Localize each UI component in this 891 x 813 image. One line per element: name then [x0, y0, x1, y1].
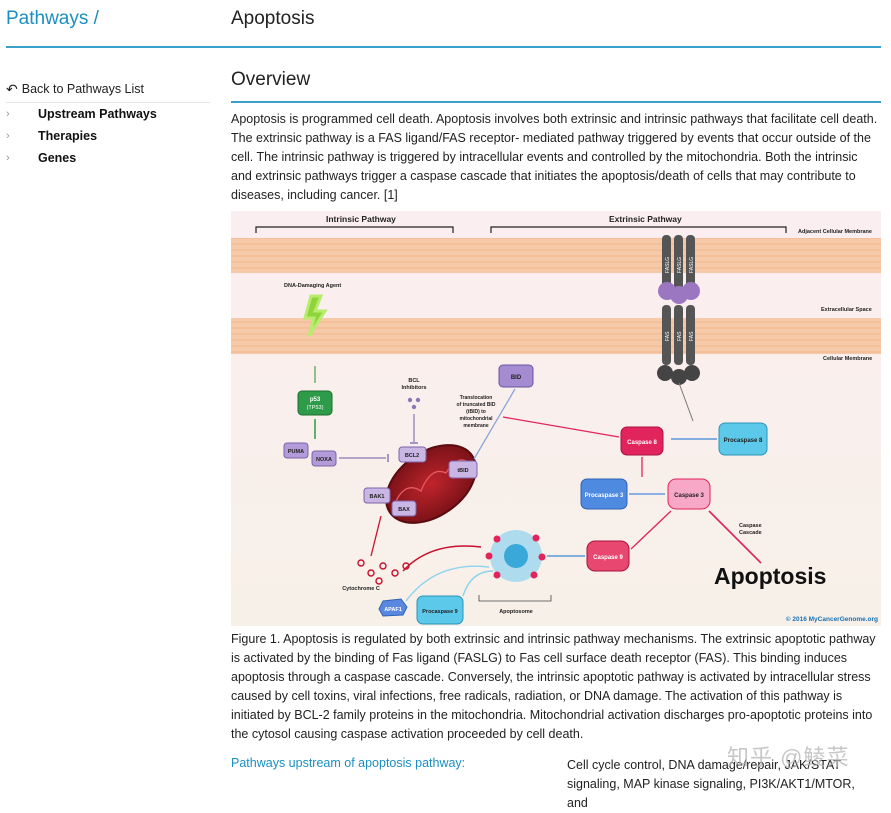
back-link-label: Back to Pathways List — [21, 82, 145, 96]
svg-text:FAS: FAS — [689, 331, 695, 341]
svg-text:p53: p53 — [310, 397, 321, 403]
svg-text:mitochondrial: mitochondrial — [459, 416, 493, 422]
svg-text:BCL: BCL — [408, 378, 420, 384]
chevron-right-icon: › — [6, 108, 10, 120]
svg-text:PUMA: PUMA — [288, 449, 304, 455]
cellular-membrane-label: Cellular Membrane — [823, 356, 872, 362]
extracellular-space-label: Extracellular Space — [821, 307, 872, 313]
svg-text:NOXA: NOXA — [316, 457, 332, 463]
chevron-right-icon: › — [6, 130, 10, 142]
svg-text:FAS: FAS — [665, 331, 671, 341]
intrinsic-pathway-label: Intrinsic Pathway — [326, 214, 396, 224]
overview-divider — [231, 101, 881, 103]
svg-text:FAS: FAS — [677, 331, 683, 341]
svg-text:tBID: tBID — [457, 468, 468, 474]
svg-text:Procaspase 9: Procaspase 9 — [422, 609, 457, 615]
svg-text:Caspase: Caspase — [739, 523, 762, 529]
svg-text:(tBID) to: (tBID) to — [466, 409, 486, 415]
sidebar-item-label: Genes — [38, 151, 77, 165]
apoptosis-label: Apoptosis — [714, 563, 826, 589]
back-arrow-icon: ↶ — [6, 80, 18, 97]
svg-text:© 2016 MyCancerGenome.org: © 2016 MyCancerGenome.org — [786, 615, 878, 623]
sidebar-item-upstream-pathways[interactable]: › Upstream Pathways — [6, 103, 210, 125]
svg-text:Translocation: Translocation — [460, 395, 493, 401]
adjacent-membrane-label: Adjacent Cellular Membrane — [798, 229, 872, 235]
header-divider — [6, 46, 881, 48]
svg-text:Cascade: Cascade — [739, 530, 762, 536]
sidebar-item-label: Upstream Pathways — [38, 107, 157, 121]
upstream-pathways-link[interactable]: Pathways upstream of apoptosis pathway: — [231, 756, 466, 770]
sidebar: ↶ Back to Pathways List › Upstream Pathw… — [6, 80, 210, 169]
sidebar-item-label: Therapies — [38, 129, 98, 143]
svg-text:BAK1: BAK1 — [370, 494, 385, 500]
apoptosome — [485, 530, 546, 582]
back-to-pathways-link[interactable]: ↶ Back to Pathways List — [6, 80, 210, 103]
svg-text:BAX: BAX — [398, 507, 410, 513]
svg-text:Caspase 8: Caspase 8 — [627, 440, 657, 446]
svg-text:membrane: membrane — [463, 423, 489, 429]
svg-text:Procaspase 3: Procaspase 3 — [585, 493, 624, 499]
sidebar-item-therapies[interactable]: › Therapies — [6, 125, 210, 147]
svg-text:BID: BID — [511, 375, 522, 381]
svg-text:FASLG: FASLG — [677, 257, 683, 273]
svg-text:Inhibitors: Inhibitors — [401, 385, 426, 391]
svg-text:FASLG: FASLG — [665, 257, 671, 273]
sidebar-item-genes[interactable]: › Genes — [6, 147, 210, 169]
lightning-icon — [303, 294, 328, 337]
svg-text:of truncated BID: of truncated BID — [457, 402, 496, 408]
extrinsic-pathway-label: Extrinsic Pathway — [609, 214, 682, 224]
svg-text:Caspase 9: Caspase 9 — [593, 555, 623, 561]
page-title: Apoptosis — [231, 8, 315, 29]
watermark: 知乎 @鲮菜 — [727, 745, 850, 770]
svg-text:APAF1: APAF1 — [384, 607, 402, 613]
svg-text:FASLG: FASLG — [689, 257, 695, 273]
chevron-right-icon: › — [6, 152, 10, 164]
svg-text:Caspase 3: Caspase 3 — [674, 493, 704, 499]
overview-heading: Overview — [231, 69, 311, 90]
svg-text:Procaspase 8: Procaspase 8 — [724, 438, 763, 444]
fas-receptor-complex: FASLG FASLG FASLG FAS FAS FAS — [657, 235, 700, 385]
figure-caption: Figure 1. Apoptosis is regulated by both… — [231, 632, 876, 741]
overview-paragraph: Apoptosis is programmed cell death. Apop… — [231, 112, 878, 202]
svg-text:Apoptosome: Apoptosome — [499, 609, 533, 615]
svg-text:(TP53): (TP53) — [307, 405, 324, 411]
apoptosis-pathway-figure: Intrinsic Pathway Extrinsic Pathway Adja… — [231, 211, 881, 626]
svg-text:BCL2: BCL2 — [405, 453, 419, 459]
svg-text:DNA-Damaging Agent: DNA-Damaging Agent — [284, 283, 341, 289]
svg-text:Cytochrome C: Cytochrome C — [342, 586, 380, 592]
breadcrumb-pathways[interactable]: Pathways / — [6, 8, 99, 29]
